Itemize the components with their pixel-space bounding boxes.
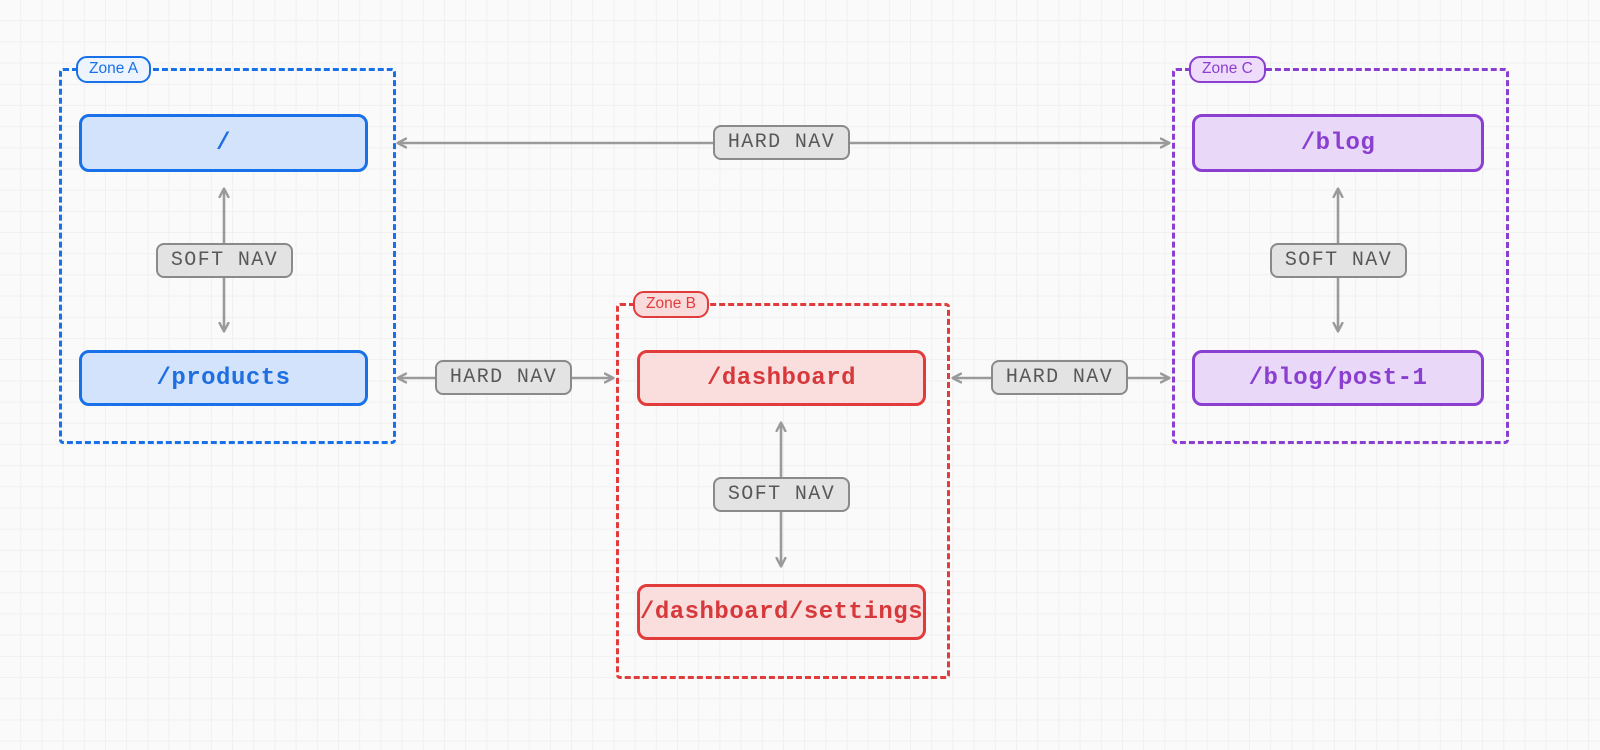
node-products-label: /products bbox=[156, 364, 291, 392]
node-root[interactable]: / bbox=[79, 114, 368, 172]
soft-nav-label-zone-c-text: SOFT NAV bbox=[1284, 249, 1393, 272]
node-dashboard[interactable]: /dashboard bbox=[637, 350, 926, 406]
node-dashboard-settings-label: /dashboard/settings bbox=[639, 598, 924, 626]
soft-nav-label-zone-a: SOFT NAV bbox=[156, 243, 293, 278]
node-dashboard-label: /dashboard bbox=[706, 364, 857, 392]
hard-nav-label-b-c: HARD NAV bbox=[991, 360, 1128, 395]
zone-c-label: Zone C bbox=[1189, 56, 1266, 83]
hard-nav-label-a-b: HARD NAV bbox=[435, 360, 572, 395]
soft-nav-label-zone-b-text: SOFT NAV bbox=[727, 483, 836, 506]
zone-c-container[interactable]: Zone C bbox=[1172, 56, 1509, 444]
node-blog[interactable]: /blog bbox=[1192, 114, 1484, 172]
node-dashboard-settings[interactable]: /dashboard/settings bbox=[637, 584, 926, 640]
zone-b-label: Zone B bbox=[633, 291, 709, 318]
hard-nav-label-a-c: HARD NAV bbox=[713, 125, 850, 160]
hard-nav-label-a-c-text: HARD NAV bbox=[727, 131, 836, 154]
node-products[interactable]: /products bbox=[79, 350, 368, 406]
node-blog-post-1-label: /blog/post-1 bbox=[1248, 364, 1428, 392]
hard-nav-label-b-c-text: HARD NAV bbox=[1005, 366, 1114, 389]
zone-b-container[interactable]: Zone B bbox=[616, 291, 950, 679]
zone-a-label: Zone A bbox=[76, 56, 152, 83]
soft-nav-label-zone-a-text: SOFT NAV bbox=[170, 249, 279, 272]
node-root-label: / bbox=[216, 129, 231, 157]
hard-nav-label-a-b-text: HARD NAV bbox=[449, 366, 558, 389]
zone-a-container[interactable]: Zone A bbox=[59, 56, 396, 444]
node-blog-label: /blog bbox=[1300, 129, 1376, 157]
soft-nav-label-zone-b: SOFT NAV bbox=[713, 477, 850, 512]
soft-nav-label-zone-c: SOFT NAV bbox=[1270, 243, 1407, 278]
node-blog-post-1[interactable]: /blog/post-1 bbox=[1192, 350, 1484, 406]
